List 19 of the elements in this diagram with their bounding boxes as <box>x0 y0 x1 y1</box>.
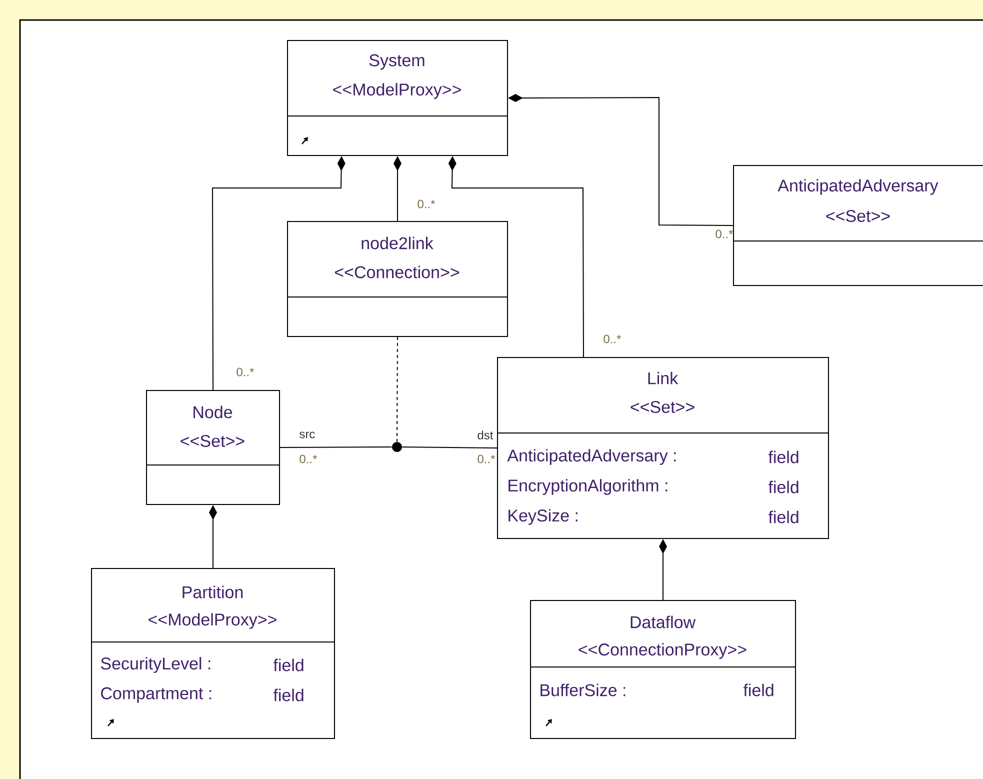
edge-label: 0..* <box>236 368 254 376</box>
junction-dot <box>392 442 402 452</box>
edge-label: src <box>300 432 315 438</box>
association-line <box>402 446 498 448</box>
edge-label: 0..* <box>716 230 734 238</box>
class-box: Node <<Set>> <box>146 390 280 505</box>
association-line <box>280 446 392 448</box>
class-box: Link <<Set>> AnticipatedAdversary : field EncryptionAlgorithm : field KeySize : field <box>496 357 829 539</box>
edge-label: 0..* <box>604 334 622 344</box>
dashed-connector <box>396 336 398 442</box>
edge-label: dst <box>478 430 494 440</box>
class-box: Partition <<ModelProxy>> SecurityLevel : field Compartment : field <box>90 568 335 739</box>
class-box: Dataflow <<ConnectionProxy>> BufferSize : field <box>530 600 796 739</box>
class-box: AnticipatedAdversary <<Set>> <box>732 165 983 286</box>
multiplicity-label: 0..* <box>300 454 318 464</box>
class-box: node2link <<Connection>> <box>286 221 508 337</box>
class-box: System <<ModelProxy>> <box>286 40 508 156</box>
multiplicity-label: 0..* <box>478 454 496 464</box>
edge-label: 0..* <box>418 200 436 208</box>
